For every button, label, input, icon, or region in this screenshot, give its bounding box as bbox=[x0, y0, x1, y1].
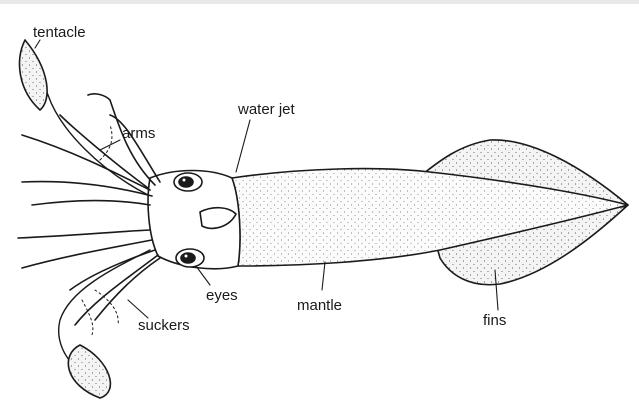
label-mantle: mantle bbox=[297, 298, 342, 313]
label-arms: arms bbox=[122, 126, 155, 141]
label-suckers: suckers bbox=[138, 318, 190, 333]
suckers-detail bbox=[82, 125, 118, 335]
arms-upper bbox=[22, 94, 160, 205]
eye-upper bbox=[174, 173, 202, 191]
label-eyes: eyes bbox=[206, 288, 238, 303]
tentacle-upper bbox=[20, 40, 148, 195]
leader-arms bbox=[100, 140, 120, 150]
label-tentacle: tentacle bbox=[33, 25, 86, 40]
leader-tentacle bbox=[35, 40, 40, 48]
leader-suckers bbox=[128, 300, 148, 318]
label-fins: fins bbox=[483, 313, 506, 328]
leader-water-jet bbox=[236, 120, 250, 172]
eye-lower bbox=[176, 249, 204, 267]
leader-mantle bbox=[322, 262, 325, 290]
label-water-jet: water jet bbox=[238, 102, 295, 117]
arms-lower bbox=[18, 230, 160, 325]
